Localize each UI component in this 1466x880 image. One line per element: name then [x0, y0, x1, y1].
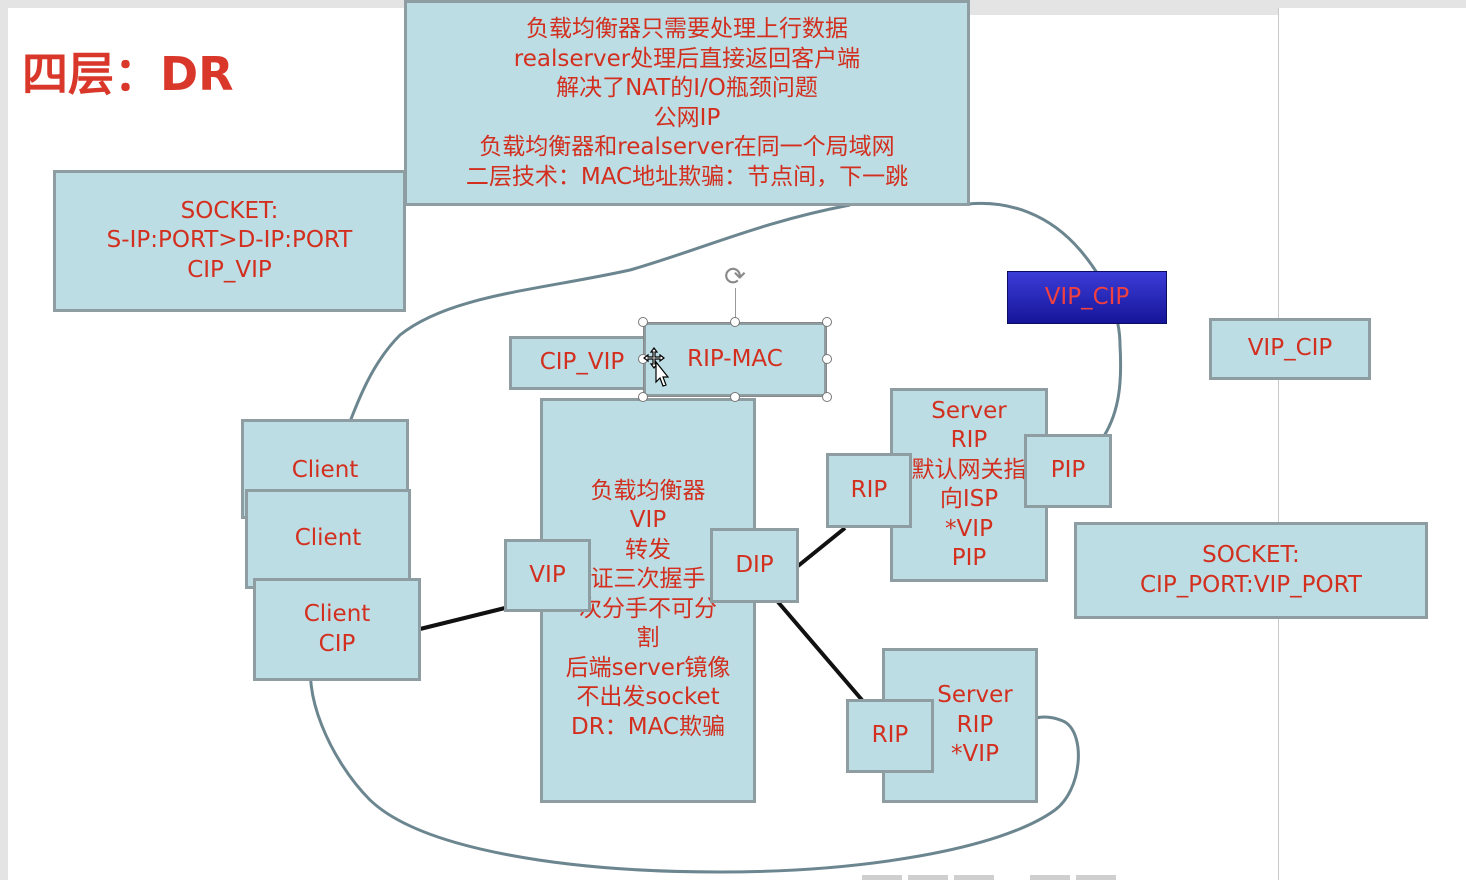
socket-right-box[interactable]: SOCKET: CIP_PORT:VIP_PORT [1074, 522, 1428, 619]
server-1-rip-text: RIP [850, 476, 888, 503]
server-text-1: Server RIP 默认网关指 向ISP *VIP PIP [911, 397, 1027, 572]
server-box-1[interactable]: Server RIP 默认网关指 向ISP *VIP PIP [890, 388, 1048, 582]
canvas-background [1279, 8, 1466, 880]
vip-cip-selected-text: VIP_CIP [1044, 283, 1130, 310]
vip-cip-box[interactable]: VIP_CIP [1209, 318, 1371, 380]
notes-box[interactable]: 负载均衡器只需要处理上行数据 realserver处理后直接返回客户端 解决了N… [404, 0, 970, 206]
cip-vip-text: CIP_VIP [539, 349, 625, 376]
slide-title[interactable]: 四层：DR [22, 47, 234, 101]
rotate-handle-icon[interactable]: ⟳ [724, 262, 746, 292]
server-2-rip-text: RIP [871, 722, 909, 749]
resize-handle-n[interactable] [730, 317, 740, 327]
request-flow-curve [318, 203, 851, 499]
socket-left-text: SOCKET: S-IP:PORT>D-IP:PORT CIP_VIP [106, 197, 353, 283]
vip-cip-text: VIP_CIP [1247, 335, 1333, 362]
rip-mac-box[interactable]: RIP-MAC [643, 322, 827, 397]
lb-vip-port-text: VIP [529, 561, 566, 588]
lb-dip-port-text: DIP [735, 551, 774, 578]
load-balancer-text: 负载均衡器 VIP 转发 证三次握手 次分手不可分 割 后端server镜像 不… [565, 477, 731, 740]
socket-left-box[interactable]: SOCKET: S-IP:PORT>D-IP:PORT CIP_VIP [53, 170, 406, 312]
server-2-rip-box[interactable]: RIP [846, 699, 934, 773]
server-1-rip-box[interactable]: RIP [826, 453, 912, 528]
notes-text: 负载均衡器只需要处理上行数据 realserver处理后直接返回客户端 解决了N… [465, 16, 909, 190]
client-label-3: Client CIP [303, 601, 371, 657]
client-box-3[interactable]: Client CIP [253, 578, 421, 681]
move-cursor-icon [643, 347, 670, 387]
lb-dip-port-box[interactable]: DIP [710, 528, 799, 603]
response-flow-curve-lower [309, 651, 1080, 874]
server-text-2: Server RIP *VIP [937, 682, 1013, 768]
client-label-2: Client [294, 525, 362, 552]
link-dip-server2 [776, 600, 864, 702]
slide-notch [968, 0, 1278, 15]
resize-handle-nw[interactable] [638, 317, 648, 327]
resize-handle-sw[interactable] [638, 392, 648, 402]
watermark-strip [862, 875, 1116, 880]
resize-handle-e[interactable] [822, 354, 832, 364]
server-1-pip-box[interactable]: PIP [1024, 434, 1112, 508]
rotate-stem [735, 288, 736, 322]
link-client-vip [419, 606, 506, 631]
rip-mac-text: RIP-MAC [687, 345, 783, 372]
resize-handle-se[interactable] [822, 392, 832, 402]
server-1-pip-text: PIP [1050, 457, 1086, 484]
resize-handle-s[interactable] [730, 392, 740, 402]
link-dip-server1 [796, 526, 847, 568]
socket-right-text: SOCKET: CIP_PORT:VIP_PORT [1140, 542, 1362, 598]
cip-vip-box[interactable]: CIP_VIP [509, 336, 655, 390]
client-box-2[interactable]: Client [245, 489, 411, 589]
lb-vip-port-box[interactable]: VIP [504, 539, 591, 612]
resize-handle-ne[interactable] [822, 317, 832, 327]
client-label-1: Client [291, 457, 359, 483]
vip-cip-selected-box[interactable]: VIP_CIP [1007, 271, 1167, 324]
